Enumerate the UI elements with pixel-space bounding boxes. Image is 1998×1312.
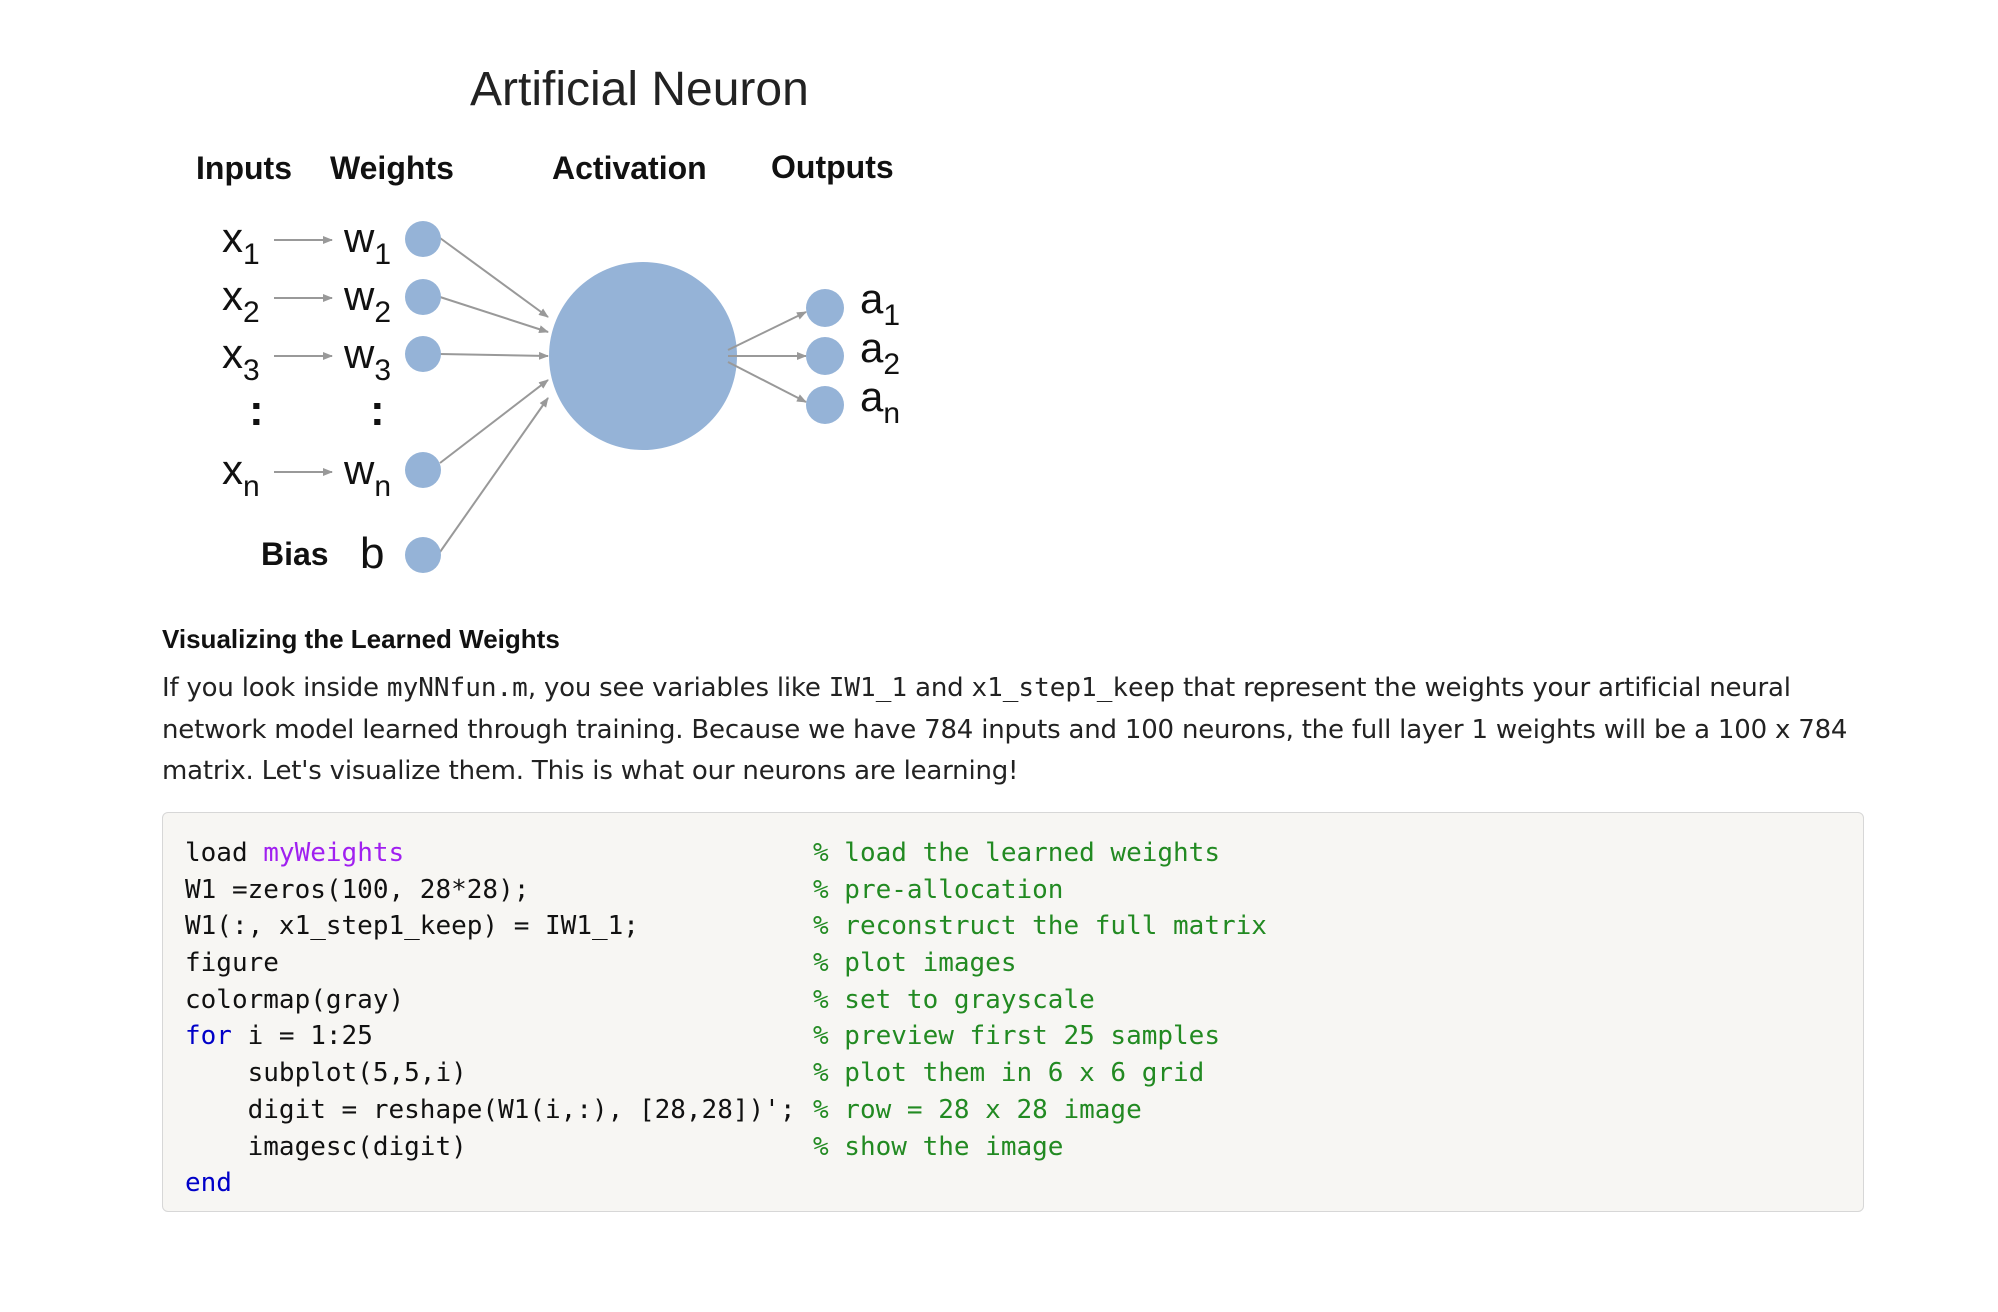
weight-labels: w1 w2 w3 : wn [343, 214, 391, 503]
code-comment: % set to grayscale [813, 984, 1095, 1015]
code-comment: % reconstruct the full matrix [813, 911, 1267, 942]
paragraph-text: and [907, 673, 972, 703]
paragraph-text: , you see variables like [527, 673, 829, 703]
section-paragraph: If you look inside myNNfun.m, you see va… [162, 668, 1882, 793]
bias-label: Bias [261, 536, 329, 572]
paragraph-text: If you look inside [162, 673, 387, 703]
code-line: digit = reshape(W1(i,:), [28,28])'; % ro… [163, 1092, 1863, 1129]
output-an: an [860, 373, 900, 430]
bias-symbol: b [360, 529, 384, 578]
weight-node-1 [405, 221, 441, 257]
output-a2: a2 [860, 324, 900, 381]
input-labels: x1 x2 x3 : xn [222, 214, 264, 503]
output-node-1 [806, 289, 844, 327]
code-line: W1(:, x1_step1_keep) = IW1_1; % reconstr… [163, 908, 1863, 945]
code-line: end [163, 1165, 1863, 1202]
code-string: myWeights [263, 838, 405, 868]
code-comment: % show the image [813, 1131, 1064, 1162]
input-arrows [274, 236, 333, 476]
code-text: figure [185, 948, 279, 979]
input-x1: x1 [222, 214, 260, 271]
output-node-n [806, 386, 844, 424]
input-ellipsis: : [249, 386, 264, 435]
weight-w2: w2 [343, 272, 391, 329]
code-comment: % plot them in 6 x 6 grid [813, 1058, 1205, 1089]
header-outputs: Outputs [771, 149, 894, 185]
code-line: load myWeights % load the learned weight… [163, 835, 1863, 872]
weight-wn: wn [343, 446, 391, 503]
arrow-wn-activation [439, 379, 549, 464]
arrow-w3-activation [439, 351, 549, 360]
weight-w3: w3 [343, 330, 391, 387]
code-text: for i = 1:25 [185, 1021, 373, 1052]
code-text: end [185, 1165, 232, 1202]
code-text: imagesc(digit) [185, 1131, 467, 1162]
code-text: W1(:, x1_step1_keep) = IW1_1; [185, 911, 639, 942]
neuron-diagram-svg: Artificial Neuron Inputs Weights Activat… [196, 63, 900, 578]
header-inputs: Inputs [196, 150, 292, 186]
arrow-bias-activation [439, 397, 549, 553]
code-text: digit = reshape(W1(i,:), [28,28])'; [185, 1094, 796, 1125]
output-nodes [806, 289, 844, 424]
bias-node [405, 537, 441, 573]
activation-node [549, 262, 737, 450]
code-text: W1 =zeros(100, 28*28); [185, 874, 530, 905]
code-line: figure % plot images [163, 945, 1863, 982]
weight-w1: w1 [343, 214, 391, 271]
code-keyword: end [185, 1168, 232, 1199]
inline-code-variable: IW1_1 [828, 673, 908, 703]
header-activation: Activation [552, 150, 707, 186]
code-comment: % pre-allocation [813, 874, 1064, 905]
diagram-title: Artificial Neuron [470, 63, 809, 116]
code-text: subplot(5,5,i) [185, 1058, 467, 1089]
code-line: for i = 1:25 % preview first 25 samples [163, 1018, 1863, 1055]
weight-node-3 [405, 336, 441, 372]
header-weights: Weights [330, 150, 454, 186]
code-block[interactable]: load myWeights % load the learned weight… [162, 812, 1864, 1212]
input-xn: xn [222, 446, 260, 503]
weight-node-2 [405, 279, 441, 315]
inline-code-filename: myNNfun.m [386, 673, 528, 703]
code-keyword: for [185, 1021, 232, 1052]
section-heading: Visualizing the Learned Weights [162, 624, 560, 654]
code-text: colormap(gray) [185, 984, 405, 1015]
code-comment: % preview first 25 samples [813, 1021, 1220, 1052]
code-line: W1 =zeros(100, 28*28); % pre-allocation [163, 872, 1863, 909]
code-line: imagesc(digit) % show the image [163, 1129, 1863, 1166]
weight-node-n [405, 452, 441, 488]
output-node-2 [806, 337, 844, 375]
code-line: colormap(gray) % set to grayscale [163, 982, 1863, 1019]
code-text: load myWeights [185, 838, 405, 868]
code-comment: % row = 28 x 28 image [813, 1094, 1142, 1125]
arrow-w2-activation [439, 296, 549, 334]
inline-code-variable: x1_step1_keep [971, 673, 1175, 703]
code-comment: % plot images [813, 948, 1017, 979]
paragraph-text: that represent the weights your artifici… [162, 673, 1848, 786]
arrow-activation-an [727, 361, 807, 403]
arrow-w1-activation [439, 237, 549, 318]
arrow-activation-a1 [727, 311, 807, 351]
input-x3: x3 [222, 330, 260, 387]
activation-to-output-arrows [727, 311, 807, 403]
artificial-neuron-diagram: Artificial Neuron Inputs Weights Activat… [0, 0, 1000, 600]
weight-to-activation-arrows [439, 237, 549, 553]
weight-nodes [405, 221, 441, 573]
code-line: subplot(5,5,i) % plot them in 6 x 6 grid [163, 1055, 1863, 1092]
input-x2: x2 [222, 272, 260, 329]
code-comment: % load the learned weights [813, 838, 1220, 868]
weight-ellipsis: : [370, 386, 385, 435]
output-labels: a1 a2 an [860, 275, 900, 430]
output-a1: a1 [860, 275, 900, 332]
